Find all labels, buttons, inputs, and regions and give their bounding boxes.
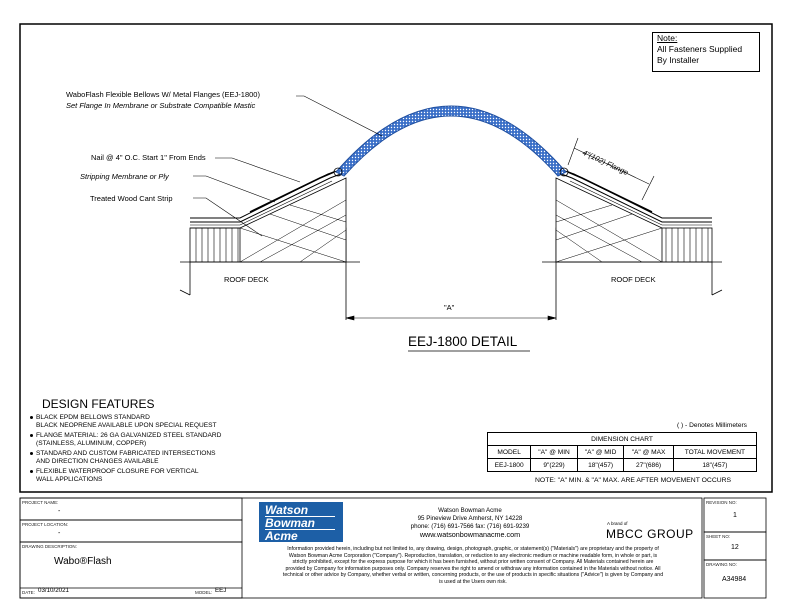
company-address: 95 Pineview Drive Amherst, NY 14228 — [417, 515, 523, 522]
chart-header: "A" @ MIN — [530, 445, 578, 459]
callout-cant: Treated Wood Cant Strip — [90, 194, 173, 203]
project-location-label: PROJECT LOCATION: — [22, 522, 69, 527]
model-value: EEJ — [215, 587, 227, 594]
chart-cell: EEJ-1800 — [486, 458, 532, 472]
feature-item: FLEXIBLE WATERPROOF CLOSURE FOR VERTICAL… — [30, 468, 280, 484]
design-features-title: DESIGN FEATURES — [42, 397, 155, 411]
disclaimer-line: strictly prohibited, except for the expr… — [292, 559, 654, 566]
feature-text: BLACK EPDM BELLOWS STANDARD — [36, 414, 150, 421]
feature-text: FLANGE MATERIAL: 26 GA GALVANIZED STEEL … — [36, 432, 222, 439]
feature-text: WALL APPLICATIONS — [36, 476, 103, 483]
project-location-value: - — [58, 530, 61, 537]
bullet-icon — [30, 469, 33, 473]
chart-header: "A" @ MAX — [623, 445, 674, 459]
chart-header-row: MODEL "A" @ MIN "A" @ MID "A" @ MAX TOTA… — [486, 445, 758, 459]
dimension-a-label: "A" — [444, 303, 455, 312]
disclaimer-line: is used at the Users own risk. — [439, 578, 507, 585]
feature-item: FLANGE MATERIAL: 26 GA GALVANIZED STEEL … — [30, 432, 280, 448]
revision-value: 1 — [733, 512, 737, 519]
project-name-label: PROJECT NAME: — [22, 500, 59, 505]
leader-lines — [193, 95, 383, 237]
logo-text: Watson — [265, 504, 335, 517]
company-web: www.watsonbowmanacme.com — [419, 530, 521, 539]
bullet-icon — [30, 433, 33, 437]
chart-header: MODEL — [486, 445, 532, 459]
feature-text: AND DIRECTION CHANGES AVAILABLE — [36, 458, 159, 465]
disclaimer-line: Watson Bowman Acme Corporation ("Company… — [288, 552, 658, 559]
disclaimer-line: provided by Company for information purp… — [285, 565, 661, 572]
a-dimension-line — [345, 315, 557, 321]
feature-text: STANDARD AND CUSTOM FABRICATED INTERSECT… — [36, 450, 216, 457]
drawing-no-value: A34984 — [722, 576, 747, 583]
design-features-list: BLACK EPDM BELLOWS STANDARD BLACK NEOPRE… — [30, 414, 280, 484]
chart-footnote: NOTE: "A" MIN. & "A" MAX. ARE AFTER MOVE… — [535, 477, 732, 484]
right-bellows-bulb — [559, 167, 569, 177]
chart-cell: 9"(229) — [530, 458, 578, 472]
callout-mastic: Set Flange In Membrane or Substrate Comp… — [66, 101, 256, 110]
disclaimer-line: Information provided herein, including b… — [287, 546, 659, 552]
drawing-no-label: DRAWING NO: — [706, 562, 737, 567]
left-roof-assembly — [179, 167, 360, 320]
title-block-frame — [19, 497, 767, 599]
left-bellows-bulb — [333, 167, 343, 177]
fasteners-note: Note: All Fasteners Supplied By Installe… — [652, 32, 760, 72]
note-line: By Installer — [657, 55, 700, 65]
group-prefix: A brand of — [607, 521, 628, 526]
feature-text: FLEXIBLE WATERPROOF CLOSURE FOR VERTICAL — [36, 468, 199, 475]
right-roof-assembly — [542, 167, 723, 320]
callout-nail: Nail @ 4" O.C. Start 1" From Ends — [91, 153, 206, 162]
logo-text: Acme — [265, 529, 298, 543]
roof-deck-right-label: ROOF DECK — [611, 275, 656, 284]
chart-cell: 27"(686) — [623, 458, 674, 472]
model-label: MODEL: — [195, 590, 213, 595]
date-label: DATE: — [22, 590, 35, 595]
chart-cell: 18"(457) — [576, 458, 625, 472]
millimeter-note: ( ) - Denotes Millimeters — [677, 422, 747, 429]
company-info: Watson Bowman Acme 95 Pineview Drive Amh… — [385, 507, 555, 539]
project-name-value: - — [58, 508, 61, 515]
drawing-description-value: Wabo®Flash — [54, 556, 112, 567]
date-value: 03/10/2021 — [38, 587, 69, 594]
chart-header: TOTAL MOVEMENT — [672, 445, 758, 459]
dimension-chart: DIMENSION CHART MODEL "A" @ MIN "A" @ MI… — [486, 432, 758, 472]
drawing-description-label: DRAWING DESCRIPTION: — [22, 544, 77, 549]
drawing-border — [19, 23, 773, 493]
feature-item: BLACK EPDM BELLOWS STANDARD BLACK NEOPRE… — [30, 414, 280, 430]
legal-disclaimer: Information provided herein, including b… — [248, 546, 698, 586]
bellows-arch — [335, 105, 567, 177]
disclaimer-line: technical or other advice by Company, wh… — [282, 572, 664, 579]
bullet-icon — [30, 415, 33, 419]
chart-row: EEJ-1800 9"(229) 18"(457) 27"(686) 18"(4… — [486, 458, 758, 472]
logo-text: Bowman — [265, 517, 335, 530]
feature-text: BLACK NEOPRENE AVAILABLE UPON SPECIAL RE… — [36, 422, 217, 429]
sheet-value: 12 — [731, 544, 739, 551]
feature-text: (STAINLESS, ALUMINUM, COPPER) — [36, 440, 147, 447]
detail-title: EEJ-1800 DETAIL — [408, 334, 518, 349]
sheet-label: SHEET NO: — [706, 534, 731, 539]
flange-dimension — [567, 137, 655, 201]
mbcc-group-logo: MBCC GROUP — [606, 527, 694, 541]
feature-item: STANDARD AND CUSTOM FABRICATED INTERSECT… — [30, 450, 280, 466]
company-name: Watson Bowman Acme — [438, 507, 502, 514]
chart-title: DIMENSION CHART — [487, 432, 757, 446]
note-heading: Note: — [657, 33, 678, 43]
chart-header: "A" @ MID — [576, 445, 625, 459]
company-phone: phone: (716) 691-7566 fax: (716) 691-923… — [410, 523, 530, 530]
chart-cell: 18"(457) — [672, 458, 758, 472]
callout-bellows: WaboFlash Flexible Bellows W/ Metal Flan… — [66, 90, 260, 99]
revision-label: REVISION NO: — [706, 500, 737, 505]
callout-stripping: Stripping Membrane or Ply — [80, 172, 169, 181]
bullet-icon — [30, 451, 33, 455]
note-line: All Fasteners Supplied — [657, 44, 743, 54]
roof-deck-left-label: ROOF DECK — [224, 275, 269, 284]
wba-logo: Watson Bowman Acme — [259, 502, 343, 542]
